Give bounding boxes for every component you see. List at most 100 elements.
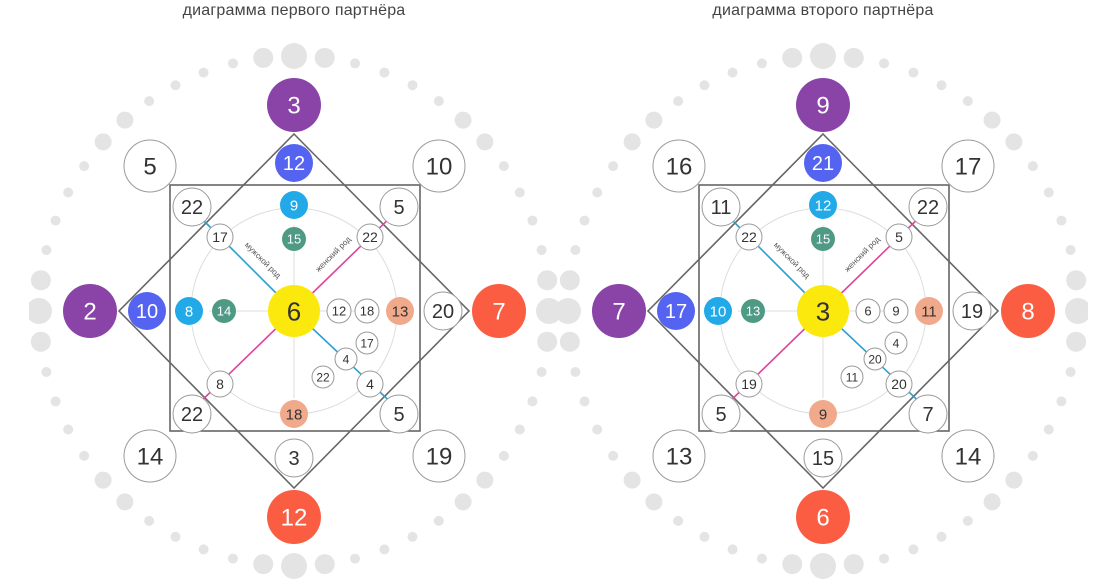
decorative-dot (559, 270, 580, 291)
decorative-dot (592, 424, 603, 435)
center-node-circle (797, 285, 849, 337)
inner-right-a-node-value: 6 (864, 304, 871, 319)
inner-mid-c-node: 22 (311, 365, 335, 389)
outer-left-node-value: 2 (83, 299, 96, 326)
decorative-dot (727, 67, 738, 78)
decorative-dot (962, 96, 973, 107)
outer-bottom-right-node-value: 19 (426, 444, 453, 471)
ring2-right-node-circle (423, 291, 463, 331)
decorative-dot (756, 58, 767, 69)
decorative-dot (63, 187, 74, 198)
ring2-bottom-left-node: 22 (172, 394, 212, 434)
ring2-right-node-circle (952, 291, 992, 331)
decorative-dot (537, 270, 558, 291)
decorative-dot (579, 396, 590, 407)
decorative-dot (782, 47, 803, 68)
ring2-left-node-circle (128, 292, 166, 330)
ring4-top-node: 15 (282, 227, 306, 251)
ring3-top-right-node: 22 (356, 223, 384, 251)
decorative-dot (514, 424, 525, 435)
decorative-dot (50, 396, 61, 407)
decorative-dot (314, 554, 335, 575)
decorative-dot (41, 244, 52, 255)
outer-left-node: 2 (63, 284, 117, 338)
ring2-bottom-right-node-circle (908, 394, 948, 434)
outer-bottom-left-node-circle (123, 429, 177, 483)
decorative-dot (879, 553, 890, 564)
ring3-top-node-circle (809, 191, 837, 219)
decorative-dot (579, 215, 590, 226)
ring2-top-node-value: 12 (283, 153, 305, 175)
ring2-top-left-node-value: 22 (181, 197, 203, 219)
ring3-bottom-right-node: 20 (885, 370, 913, 398)
decorative-dot (116, 493, 134, 511)
decorative-dot (699, 80, 710, 91)
decorative-dot (645, 111, 663, 129)
ring4-top-node-value: 15 (287, 232, 301, 247)
decorative-dot (756, 553, 767, 564)
inner-mid-b-node: 4 (334, 347, 358, 371)
decorative-dot (673, 96, 684, 107)
outer-top-right-node: 17 (941, 139, 995, 193)
ring3-left-node-value: 8 (185, 303, 193, 320)
ring2-top-right-node-circle (379, 187, 419, 227)
ring2-bottom-left-node-value: 22 (181, 404, 203, 426)
ring3-top-left-node-value: 17 (212, 229, 228, 245)
center-node: 6 (268, 285, 320, 337)
decorative-dot (144, 515, 155, 526)
inner-right-a-node: 12 (326, 298, 352, 324)
ring3-bottom-left-node-value: 8 (216, 376, 224, 392)
decorative-dot (170, 80, 181, 91)
decorative-dot (570, 367, 581, 378)
inner-mid-c-node-value: 11 (846, 370, 859, 384)
outer-bottom-node: 12 (267, 490, 321, 544)
inner-right-b-node: 9 (883, 298, 909, 324)
decorative-dot (454, 111, 472, 129)
decorative-dot (1065, 244, 1076, 255)
ring2-top-left-node-circle (172, 187, 212, 227)
ring2-top-right-node: 22 (908, 187, 948, 227)
outer-bottom-right-node: 19 (412, 429, 466, 483)
female-line-label: женский род (314, 234, 353, 273)
inner-right-b-node: 18 (354, 298, 380, 324)
decorative-dot (94, 471, 112, 489)
decorative-dot (1043, 187, 1054, 198)
inner-mid-b-node-value: 4 (343, 352, 350, 366)
ring3-left-node: 10 (704, 297, 732, 325)
decorative-dot (1056, 396, 1067, 407)
decorative-dot (514, 187, 525, 198)
decorative-dot (314, 47, 335, 68)
decorative-dot (1065, 367, 1076, 378)
inner-right-a-node: 6 (855, 298, 881, 324)
decorative-dot (908, 544, 919, 555)
ring2-top-right-node-circle (908, 187, 948, 227)
ring4-left-node-circle (212, 299, 236, 323)
decorative-dot (454, 493, 472, 511)
decorative-dot (936, 531, 947, 542)
outer-bottom-node-circle (796, 490, 850, 544)
outer-diamond (117, 132, 471, 490)
outer-top-left-node: 5 (123, 139, 177, 193)
decorative-dot (983, 493, 1001, 511)
diagram-title: диаграмма первого партнёра (182, 2, 406, 19)
decorative-dot (433, 515, 444, 526)
outer-bottom-right-node-circle (941, 429, 995, 483)
decorative-dot (253, 47, 274, 68)
ring2-top-node: 12 (275, 144, 313, 182)
ring3-left-node-circle (704, 297, 732, 325)
ring3-bottom-right-node-value: 20 (891, 376, 907, 392)
outer-right-node-value: 7 (492, 299, 505, 326)
ring3-top-left-node-circle (735, 223, 763, 251)
inner-right-a-node-circle (855, 298, 881, 324)
decorative-dot (253, 554, 274, 575)
ring3-bottom-left-node-circle (735, 370, 763, 398)
ring3-top-left-node: 22 (735, 223, 763, 251)
center-node-value: 3 (816, 296, 830, 326)
decorative-dot (476, 133, 494, 151)
decorative-dot (476, 471, 494, 489)
ring4-left-node-value: 13 (746, 304, 760, 319)
ring2-left-node: 17 (657, 292, 695, 330)
outer-bottom-left-node: 13 (652, 429, 706, 483)
